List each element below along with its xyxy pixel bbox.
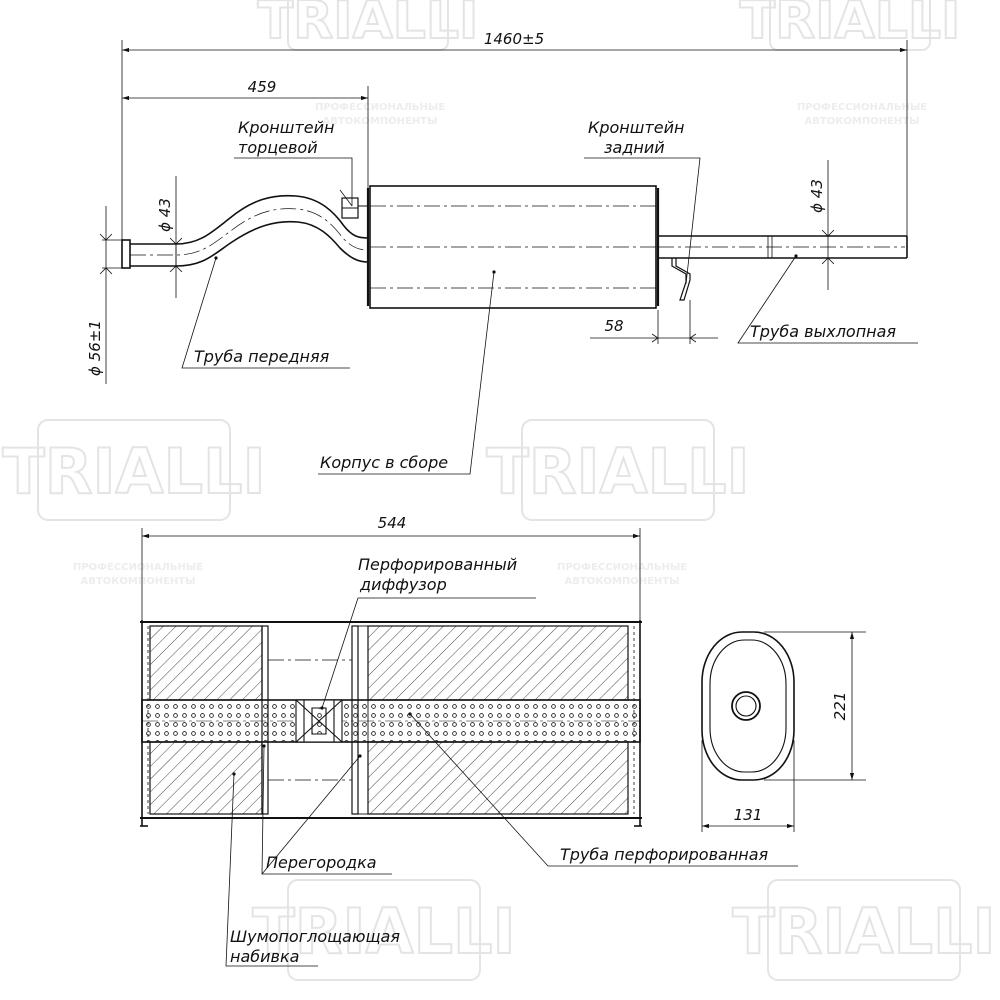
rear-bracket-label-line1: Кронштейн [588, 118, 684, 137]
perforated-diffuser [295, 699, 343, 743]
inlet-flange [121, 239, 131, 269]
watermark-brand: TRIALLI [258, 0, 479, 51]
watermark-brand: TRIALLI [732, 895, 995, 968]
sound-packing-label-line1: Шумопоглощающая [230, 927, 400, 946]
exhaust-pipe-label: Труба выхлопная [750, 322, 896, 341]
watermark-top-right: TRIALLI [739, 0, 961, 52]
front-section-length-value: 459 [248, 78, 277, 96]
tail-pipe [658, 235, 908, 259]
label-rear-bracket: Кронштейн задний [584, 118, 701, 285]
watermark-mid-left: TRIALLI [1, 419, 267, 521]
watermark-bottom-left: TRIALLI [251, 879, 517, 981]
label-exhaust-pipe: Труба выхлопная [737, 254, 918, 344]
perforated-pipe-label: Труба перфорированная [560, 845, 769, 864]
inlet-diameter-value: ϕ 56±1 [86, 320, 104, 376]
dimension-tail-pipe-diameter: ϕ 43 [808, 160, 835, 290]
overall-length-value: 1460±5 [484, 30, 544, 48]
label-perforated-pipe: Труба перфорированная [408, 712, 798, 867]
dimension-inlet-diameter: ϕ 56±1 [86, 206, 122, 384]
rear-bracket [671, 258, 691, 301]
dimension-overall-length: 1460±5 [121, 30, 907, 53]
extension-lines [121, 40, 908, 344]
dimension-width: 131 [701, 740, 795, 832]
watermark-tagline-line2: АВТОКОМПОНЕНТЫ [805, 116, 920, 127]
watermark-tagline-line1: ПРОФЕССИОНАЛЬНЫЕ [797, 102, 927, 113]
watermark-tagline: ПРОФЕССИОНАЛЬНЫЕ АВТОКОМПОНЕНТЫ [557, 562, 687, 587]
label-body-assembly: Корпус в сборе [318, 270, 496, 475]
diffuser-label-line2: диффузор [359, 575, 447, 594]
top-view: 1460±5 459 ϕ 43 ϕ [86, 30, 918, 475]
label-baffle: Перегородка [261, 744, 392, 875]
dimension-rear-bracket-offset: 58 [590, 317, 718, 343]
watermark-brand: TRIALLI [486, 435, 749, 508]
body-length-value: 544 [378, 514, 407, 532]
baffle-label: Перегородка [266, 853, 377, 872]
width-value: 131 [734, 806, 763, 824]
end-bracket-label-line2: торцевой [238, 138, 318, 157]
end-bracket-label-line1: Кронштейн [238, 118, 334, 137]
watermark-tagline-line2: АВТОКОМПОНЕНТЫ [81, 576, 196, 587]
end-cap-view [701, 631, 795, 781]
label-front-pipe: Труба передняя [181, 256, 350, 369]
end-bracket [341, 197, 368, 219]
watermark-tagline-line1: ПРОФЕССИОНАЛЬНЫЕ [315, 102, 445, 113]
sound-packing [149, 625, 629, 815]
label-end-bracket: Кронштейн торцевой [234, 118, 353, 207]
watermark-tagline-line1: ПРОФЕССИОНАЛЬНЫЕ [73, 562, 203, 573]
sound-packing-label-line2: набивка [230, 947, 299, 966]
label-diffuser: Перфорированный диффузор [320, 555, 536, 710]
rear-bracket-offset-value: 58 [604, 317, 623, 335]
height-value: 221 [831, 692, 849, 721]
muffler-body [366, 185, 660, 309]
watermarks: TRIALLI TRIALLI ПРОФЕССИОНАЛЬНЫЕ АВТОКОМ… [1, 0, 997, 981]
front-pipe-label: Труба передняя [194, 347, 330, 366]
label-sound-packing: Шумопоглощающая набивка [225, 772, 400, 967]
watermark-tagline-line1: ПРОФЕССИОНАЛЬНЫЕ [557, 562, 687, 573]
watermark-bottom-right: TRIALLI [731, 879, 997, 981]
rear-bracket-label-line2: задний [604, 138, 665, 157]
watermark-brand: TRIALLI [252, 895, 515, 968]
section-view: 544 [140, 514, 866, 967]
watermark-tagline: ПРОФЕССИОНАЛЬНЫЕ АВТОКОМПОНЕНТЫ [315, 102, 445, 127]
watermark-top-left: TRIALLI [257, 0, 479, 52]
watermark-brand: TRIALLI [2, 435, 265, 508]
dimension-front-section: 459 [121, 78, 368, 101]
watermark-tagline: ПРОФЕССИОНАЛЬНЫЕ АВТОКОМПОНЕНТЫ [73, 562, 203, 587]
watermark-tagline-line2: АВТОКОМПОНЕНТЫ [323, 116, 438, 127]
diffuser-label-line1: Перфорированный [358, 555, 517, 574]
watermark-tagline-line2: АВТОКОМПОНЕНТЫ [565, 576, 680, 587]
tail-pipe-diameter-value: ϕ 43 [808, 179, 826, 213]
watermark-brand: TRIALLI [740, 0, 961, 51]
watermark-mid-center: TRIALLI [485, 419, 751, 521]
body-assembly-label: Корпус в сборе [320, 453, 448, 472]
dimension-height: 221 [764, 631, 866, 781]
dimension-front-pipe-diameter: ϕ 43 [156, 176, 183, 298]
perforated-pipe [141, 699, 641, 743]
dimension-body-length: 544 [141, 514, 641, 620]
front-pipe-diameter-value: ϕ 43 [156, 198, 174, 232]
watermark-tagline: ПРОФЕССИОНАЛЬНЫЕ АВТОКОМПОНЕНТЫ [797, 102, 927, 127]
